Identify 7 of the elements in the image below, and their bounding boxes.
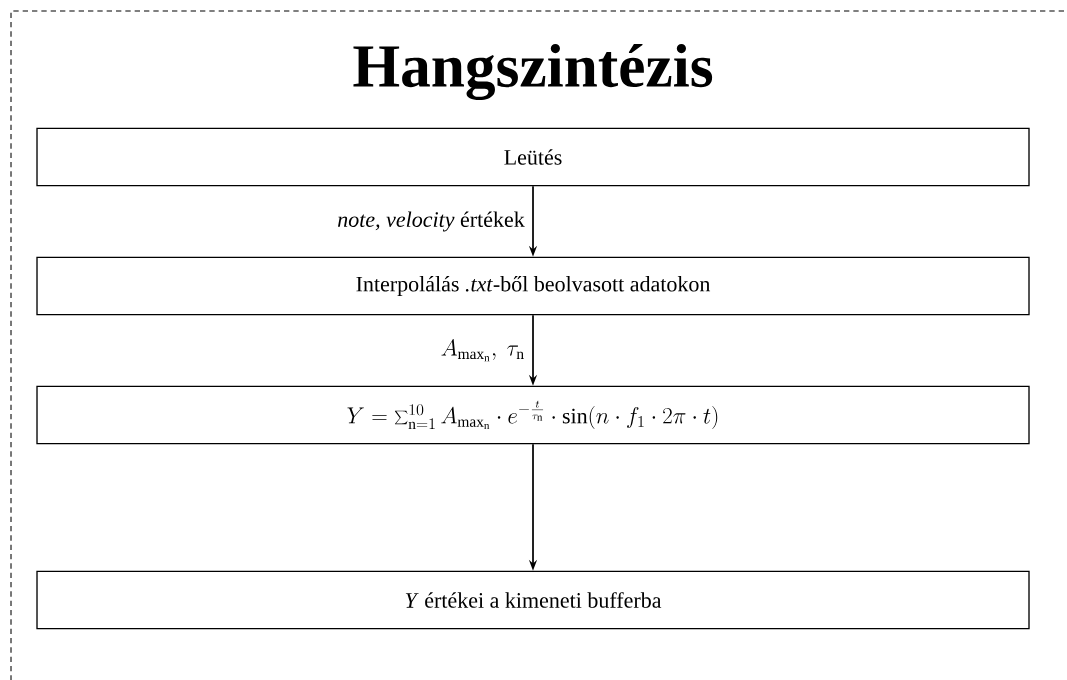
process-box: $Y = \sum_{\mathrm{n}=1}^{10} A_{\max_{\mathrm{n}}} \cdot e^{-\frac{t}{\tau_{\mathrm{n}}}} \cdot \sin(n \cdot f_1 \cdot 2\pi \cdot t)$	[36, 385, 1030, 445]
process-box: Interpolálás .txt-ből beolvasott adatokon	[36, 256, 1030, 316]
process-box: Leütés	[36, 127, 1030, 187]
edge-label: $A_{\max_{\mathrm{n}}},\ \tau_{\mathrm{n}}$	[438, 337, 528, 364]
title: Hangszintézis	[353, 43, 713, 101]
edge-label: note, velocity értékek	[334, 208, 528, 235]
process-box: Y értékei a kimeneti bufferba	[36, 570, 1030, 630]
